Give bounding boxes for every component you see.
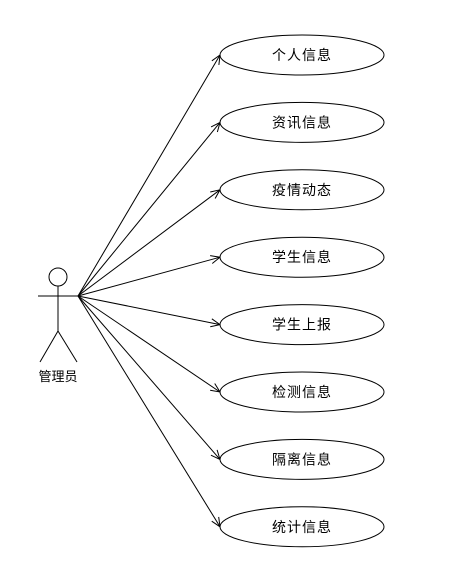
association-line xyxy=(77,189,221,297)
use-case-item: 统计信息 xyxy=(219,506,385,548)
actor-label: 管理员 xyxy=(38,370,77,385)
use-case-item: 学生信息 xyxy=(219,236,385,278)
use-case-item: 学生上报 xyxy=(219,304,385,346)
use-case-item: 资讯信息 xyxy=(219,101,385,143)
association-line xyxy=(77,295,221,528)
use-case-ellipse xyxy=(219,101,385,143)
association-line xyxy=(77,295,221,460)
use-case-ellipse xyxy=(219,236,385,278)
use-case-label: 隔离信息 xyxy=(272,451,332,468)
association-line xyxy=(77,54,221,297)
association-line xyxy=(77,295,221,393)
actor-left-leg xyxy=(39,330,59,363)
association-line xyxy=(77,256,221,297)
use-case-ellipse xyxy=(219,34,385,76)
use-case-label: 学生上报 xyxy=(272,318,332,334)
use-case-item: 隔离信息 xyxy=(219,438,385,480)
association-lines xyxy=(77,53,222,528)
use-case-label: 疫情动态 xyxy=(272,183,332,199)
use-case-ellipse xyxy=(219,438,385,480)
use-case-ellipse xyxy=(219,304,385,346)
actor-figure: 管理员 xyxy=(38,267,78,385)
use-case-ellipse xyxy=(219,506,385,548)
association-line xyxy=(77,122,221,297)
use-case-item: 个人信息 xyxy=(219,34,385,76)
use-case-label: 统计信息 xyxy=(272,519,332,536)
use-case-label: 资讯信息 xyxy=(272,114,332,131)
use-case-item: 疫情动态 xyxy=(219,169,385,211)
association-line xyxy=(77,295,221,326)
use-case-item: 检测信息 xyxy=(219,371,385,413)
actor-right-leg xyxy=(57,330,78,363)
use-case-ellipse xyxy=(219,371,385,413)
use-case-label: 检测信息 xyxy=(272,384,332,401)
use-case-label: 学生信息 xyxy=(272,249,332,266)
use-case-label: 个人信息 xyxy=(272,47,332,64)
actor-head xyxy=(48,267,68,287)
use-case-ellipse xyxy=(219,169,385,211)
